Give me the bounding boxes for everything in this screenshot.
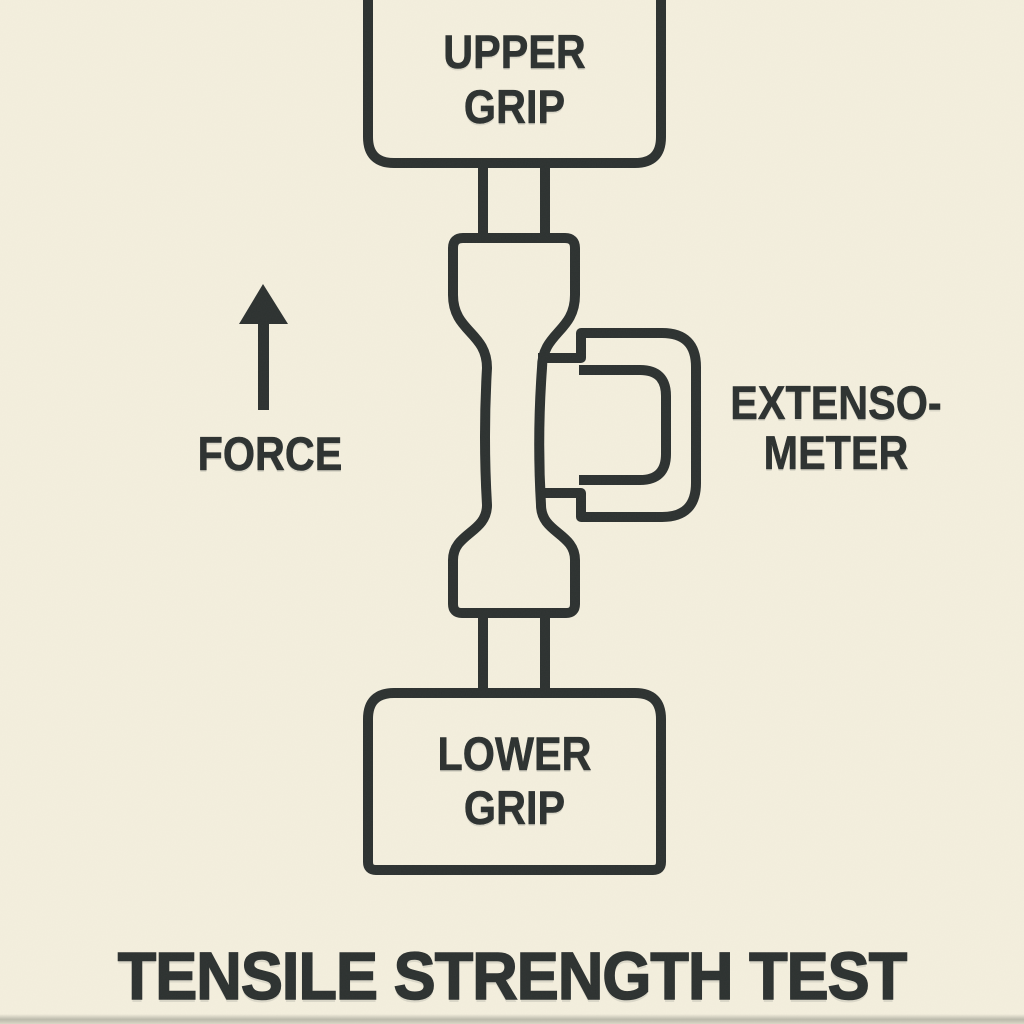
specimen-shape xyxy=(448,233,580,618)
extensometer-label: EXTENSO- METER xyxy=(721,376,952,479)
force-label: FORCE xyxy=(197,427,343,480)
extensometer-label-line2: METER xyxy=(763,426,909,479)
upper-rod-shape xyxy=(478,163,550,243)
extensometer-label-line1: EXTENSO- xyxy=(730,376,942,429)
bottom-edge-shade xyxy=(0,1014,1024,1024)
lower-grip-label-line1: LOWER xyxy=(437,727,592,781)
upper-grip-label: UPPER GRIP xyxy=(386,24,644,134)
diagram-title: TENSILE STRENGTH TEST xyxy=(117,939,908,1014)
extensometer-outer-shape xyxy=(536,328,701,522)
lower-rod-shape xyxy=(478,613,550,693)
upper-grip-label-line2: GRIP xyxy=(463,80,566,134)
upper-grip-label-line1: UPPER xyxy=(443,25,586,79)
force-arrow-icon xyxy=(239,284,288,410)
extensometer-inner-shape xyxy=(579,365,671,485)
lower-grip-label-line2: GRIP xyxy=(463,781,566,835)
lower-grip-label: LOWER GRIP xyxy=(386,727,644,835)
